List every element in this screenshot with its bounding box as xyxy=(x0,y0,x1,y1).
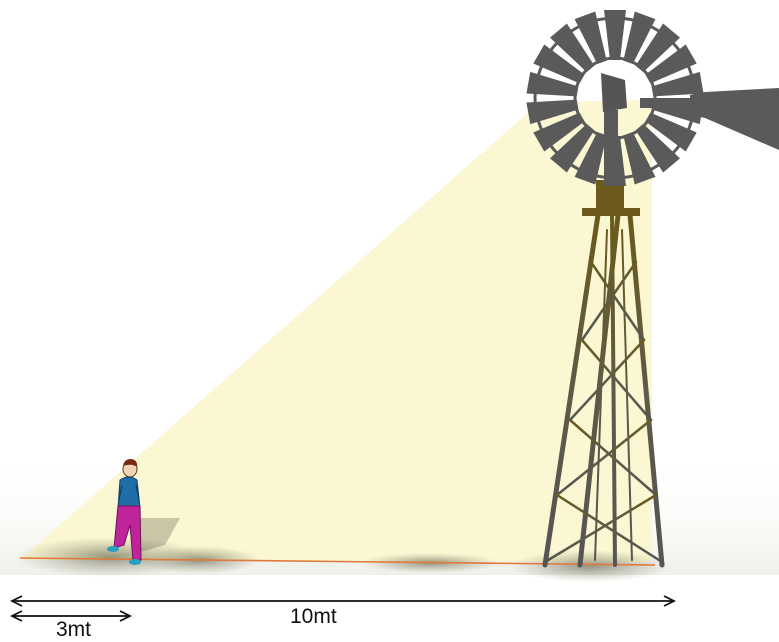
windmill-rotor xyxy=(526,10,704,186)
windmill-tail xyxy=(690,88,779,150)
windmill-blade xyxy=(550,123,595,173)
person-walking-icon xyxy=(107,459,142,565)
windmill-blade xyxy=(533,112,585,152)
windmill-blade xyxy=(533,44,585,84)
windmill-blade xyxy=(604,10,626,60)
windmill-blade xyxy=(651,71,704,97)
windmill-blade xyxy=(526,71,579,97)
windmill-blade xyxy=(651,99,704,125)
windmill-blade xyxy=(550,23,595,73)
long-distance-label: 10mt xyxy=(290,605,337,628)
ground-shadow xyxy=(510,550,670,582)
person-hair xyxy=(123,459,138,467)
windmill-blade xyxy=(645,112,697,152)
windmill-blade xyxy=(635,23,680,73)
windmill-tower xyxy=(542,110,665,568)
windmill-blade xyxy=(526,99,579,125)
person-shoe xyxy=(129,559,141,565)
short-distance-label: 3mt xyxy=(56,618,92,641)
person-shadow xyxy=(135,518,180,552)
windmill-blade xyxy=(645,44,697,84)
person-shoe xyxy=(107,546,119,552)
light-beam xyxy=(20,100,652,562)
dimension-short xyxy=(9,610,133,622)
windmill-icon xyxy=(526,10,779,568)
person-shirt xyxy=(117,476,141,509)
windmill-blade xyxy=(604,136,626,186)
windmill-blade xyxy=(635,123,680,173)
ground-line xyxy=(19,557,656,566)
dimension-long xyxy=(9,595,677,607)
